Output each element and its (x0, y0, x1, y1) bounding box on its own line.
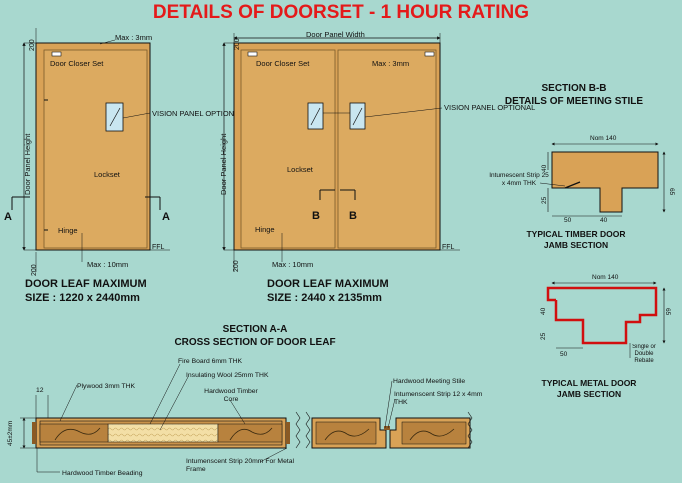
vision-panel-icon (105, 102, 124, 132)
bb-nom: Nom 140 (590, 135, 617, 142)
bb-65: 65 (668, 188, 675, 196)
aa-fireboard: Fire Board 6mm THK (178, 358, 243, 365)
page-title: DETAILS OF DOORSET - 1 HOUR RATING (153, 2, 529, 23)
double-caption-line1: DOOR LEAF MAXIMUM (267, 278, 389, 290)
double-vision-label: VISION PANEL OPTIONAL (444, 103, 535, 112)
bb-strip-label: Intumescent Strip 25 x 4mm THK (489, 172, 549, 187)
double-door-left-leaf (240, 49, 336, 249)
aa-meeting: Hardwood Meeting Stile (393, 378, 465, 385)
metal-50: 50 (560, 351, 568, 358)
double-door-elevation (222, 33, 460, 272)
single-closer-label: Door Closer Set (50, 59, 104, 68)
single-dim-bottom: Max : 10mm (87, 260, 128, 269)
aa-strip: Intumenscent Strip 20mm For Metal Frame (186, 458, 295, 473)
single-section-mark-right: A (162, 211, 170, 223)
metal-caption-line1: TYPICAL METAL DOOR (542, 378, 637, 388)
double-hinge-label: Hinge (255, 225, 275, 234)
double-lockset-label: Lockset (287, 165, 314, 174)
single-dim-top: Max : 3mm (115, 33, 152, 42)
single-section-mark-left: A (4, 211, 12, 223)
metal-25: 25 (540, 332, 547, 340)
bb-50: 50 (564, 217, 572, 224)
timber-jamb-section (539, 142, 666, 217)
meeting-stile-section (305, 380, 473, 449)
aa-strip2: Intumenscent Strip 12 x 4mm THK (394, 391, 483, 406)
bb-25: 25 (541, 196, 548, 204)
aa-wool: Insulating Wool 25mm THK (186, 372, 269, 379)
double-dim-200-bottom: 200 (233, 260, 240, 272)
double-section-mark-right: B (349, 210, 357, 222)
single-vision-label: VISION PANEL OPTIONAL (152, 109, 243, 118)
double-dim-top: Max : 3mm (372, 59, 409, 68)
double-side-label: Door Panel Height (219, 133, 228, 195)
double-caption-line2: SIZE : 2440 x 2135mm (267, 292, 382, 304)
single-dim-200-bottom: 200 (31, 264, 38, 276)
single-door-elevation (11, 28, 170, 272)
bb-40: 40 (541, 164, 548, 172)
bb-40b: 40 (600, 217, 608, 224)
aa-core: Hardwood Timber Core (204, 388, 258, 403)
section-aa-title: SECTION A-A (223, 324, 288, 335)
door-leaf-cross-section (20, 363, 301, 473)
section-bb-title: SECTION B-B (542, 83, 607, 94)
metal-jamb-section (546, 281, 666, 358)
double-closer-label: Door Closer Set (256, 59, 310, 68)
single-caption-line2: SIZE : 1220 x 2440mm (25, 292, 140, 304)
section-bb-subtitle: DETAILS OF MEETING STILE (505, 96, 643, 107)
metal-40: 40 (540, 307, 547, 315)
double-section-mark-left: B (312, 210, 320, 222)
single-hinge-label: Hinge (58, 226, 78, 235)
timber-caption-line1: TYPICAL TIMBER DOOR (526, 229, 625, 239)
metal-65: 65 (664, 308, 671, 316)
double-dim-200-top: 200 (234, 38, 241, 50)
double-ffl-label: FFL (442, 244, 455, 251)
aa-thickness: 45±2mm (7, 421, 14, 446)
single-lockset-label: Lockset (94, 170, 121, 179)
double-closer-left-icon (247, 51, 258, 57)
metal-nom: Nom 140 (592, 274, 619, 281)
single-dim-200-top: 200 (29, 39, 36, 51)
single-caption-line1: DOOR LEAF MAXIMUM (25, 278, 147, 290)
double-dim-width: Door Panel Width (306, 30, 365, 39)
door-closer-icon (51, 51, 62, 57)
double-dim-bottom: Max : 10mm (272, 260, 313, 269)
single-door-leaf (43, 49, 148, 249)
section-aa-subtitle: CROSS SECTION OF DOOR LEAF (174, 337, 335, 348)
aa-beading: Hardwood Timber Beading (62, 470, 143, 477)
single-ffl-label: FFL (152, 244, 165, 251)
metal-caption-line2: JAMB SECTION (557, 389, 621, 399)
double-door-right-leaf (337, 49, 437, 249)
aa-plywood: Plywood 3mm THK (77, 383, 136, 390)
double-closer-right-icon (424, 51, 435, 57)
aa-12: 12 (36, 387, 44, 394)
single-side-label: Door Panel Height (23, 133, 32, 195)
metal-rebate-label: Single or Double Rebate (632, 344, 656, 364)
timber-caption-line2: JAMB SECTION (544, 240, 608, 250)
